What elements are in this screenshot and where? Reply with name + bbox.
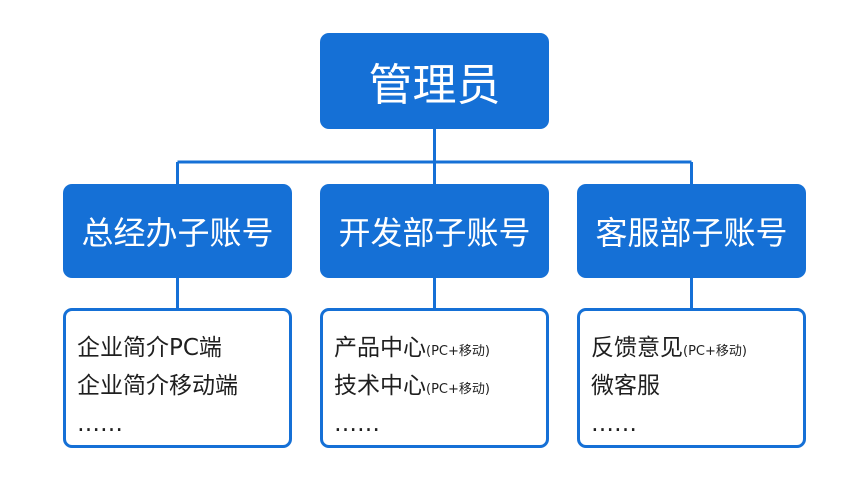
detail-box-general-office: 企业简介PC端 企业简介移动端 …… [63, 308, 292, 448]
dept-node-customer-service: 客服部子账号 [577, 184, 806, 278]
root-label: 管理员 [368, 60, 501, 111]
list-item: …… [77, 411, 123, 437]
dept-label: 总经办子账号 [81, 214, 274, 252]
list-item: …… [591, 411, 637, 437]
dept-label: 开发部子账号 [338, 214, 531, 252]
list-item: 技术中心(PC+移动) [334, 373, 490, 399]
root-node: 管理员 [320, 33, 549, 129]
dept-node-general-office: 总经办子账号 [63, 184, 292, 278]
list-item: 反馈意见(PC+移动) [591, 335, 747, 361]
list-item: 企业简介PC端 [77, 335, 222, 361]
detail-box-development: 产品中心(PC+移动) 技术中心(PC+移动) …… [320, 308, 549, 448]
dept-node-development: 开发部子账号 [320, 184, 549, 278]
dept-label: 客服部子账号 [595, 214, 788, 252]
detail-box-customer-service: 反馈意见(PC+移动) 微客服 …… [577, 308, 806, 448]
list-item: 微客服 [591, 373, 660, 399]
list-item: 企业简介移动端 [77, 373, 238, 399]
list-item: 产品中心(PC+移动) [334, 335, 490, 361]
list-item: …… [334, 411, 380, 437]
